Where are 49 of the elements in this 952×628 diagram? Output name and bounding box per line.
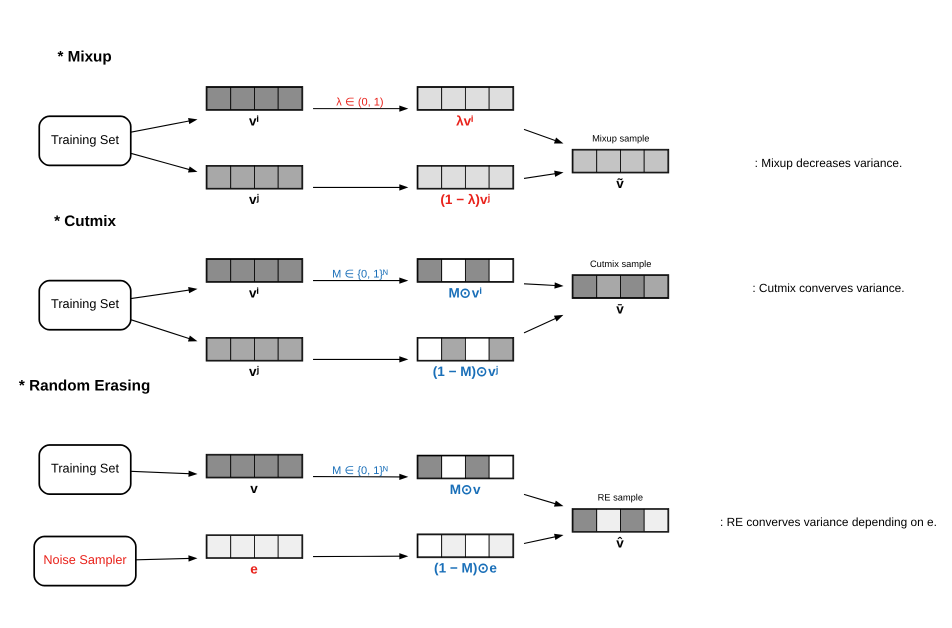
node-label: vʲ — [248, 192, 260, 207]
node-box: Training Set — [38, 114, 132, 166]
arrow — [524, 282, 564, 288]
label: * Cutmix — [54, 212, 116, 230]
label: : Cutmix converves variance. — [752, 280, 905, 295]
node-label: λvⁱ — [456, 112, 474, 128]
arrow — [313, 184, 408, 190]
node-label: Mixup sample — [592, 132, 650, 143]
label: : RE converves variance depending on e. — [720, 514, 937, 529]
node-label: Cutmix sample — [590, 258, 652, 268]
node-label: (1 − M)⊙e — [434, 560, 497, 576]
node-label: ṽ — [616, 176, 624, 191]
arrow — [313, 356, 408, 362]
arrow — [524, 170, 564, 179]
node-label: (1 − M)⊙vʲ — [432, 364, 498, 379]
arrow — [524, 128, 564, 144]
edge-label: λ ∈ (0, 1) — [336, 96, 384, 108]
arrow — [313, 276, 408, 284]
arrow — [313, 552, 408, 559]
node-label: v̄ — [616, 300, 624, 316]
arrow — [130, 318, 198, 341]
node-label: v̂ — [616, 534, 624, 550]
label: * Mixup — [57, 48, 112, 66]
node-label: M⊙v — [450, 481, 481, 496]
arrow — [130, 152, 198, 172]
arrow — [524, 533, 564, 544]
label: * Random Erasing — [18, 376, 150, 394]
arrow — [524, 493, 564, 506]
label: : Mixup decreases variance. — [754, 155, 902, 170]
node-label: v — [250, 480, 258, 496]
node-label: RE sample — [598, 492, 644, 502]
node-label: e — [250, 561, 258, 576]
arrow — [136, 554, 198, 562]
arrow — [524, 314, 564, 333]
node-box: Training Set — [38, 279, 132, 330]
arrow — [130, 118, 198, 132]
node-label: vʲ — [248, 364, 260, 379]
node-box: Training Set — [38, 444, 132, 494]
edge-label: M ∈ {0, 1}ᴺ — [332, 268, 388, 280]
node-box: Noise Sampler — [33, 535, 137, 586]
node-label: (1 − λ)vʲ — [440, 192, 490, 207]
arrow — [130, 286, 198, 299]
arrow — [313, 104, 408, 112]
arrow — [130, 470, 198, 476]
edge-label: M ∈ {0, 1}ᴺ — [332, 464, 388, 477]
node-label: vⁱ — [248, 112, 258, 128]
arrow — [313, 473, 408, 480]
node-label: M⊙vⁱ — [448, 284, 482, 300]
node-label: vⁱ — [248, 284, 258, 300]
